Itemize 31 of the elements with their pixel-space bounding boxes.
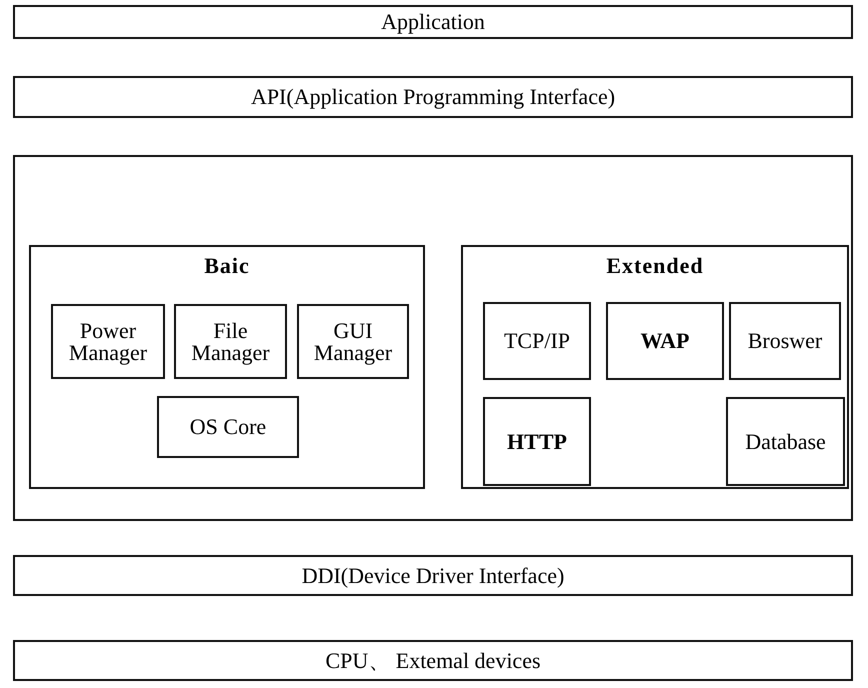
group-title: Extended	[606, 253, 704, 278]
layer-box	[13, 555, 853, 596]
module-label: TCP/IP	[504, 330, 570, 352]
module-label: Database	[745, 430, 826, 452]
layer-box	[13, 76, 853, 118]
group-box	[29, 245, 425, 489]
module-label: HTTP	[507, 430, 567, 452]
layer-box	[13, 5, 853, 39]
layer-label: DDI(Device Driver Interface)	[302, 564, 564, 586]
module-label: OS Core	[190, 416, 266, 438]
module-box	[483, 302, 591, 380]
module-box	[726, 397, 845, 486]
module-box	[483, 397, 591, 486]
system-frame	[13, 155, 853, 521]
module-box	[729, 302, 841, 380]
module-box	[174, 304, 287, 379]
module-label: WAP	[640, 330, 690, 352]
module-box	[157, 396, 299, 458]
module-label: Broswer	[748, 330, 822, 352]
module-label: File Manager	[190, 320, 271, 364]
layer-label: CPU、 Extemal devices	[325, 650, 541, 672]
group-box	[461, 245, 849, 489]
layer-label: Application	[381, 11, 485, 33]
layer-label: API(Application Programming Interface)	[250, 86, 616, 108]
module-label: Power Manager	[68, 320, 148, 364]
module-box	[606, 302, 724, 380]
group-title: Baic	[204, 253, 250, 278]
module-label: GUI Manager	[312, 320, 394, 364]
layer-box	[13, 640, 853, 681]
module-box	[297, 304, 409, 379]
module-box	[51, 304, 165, 379]
